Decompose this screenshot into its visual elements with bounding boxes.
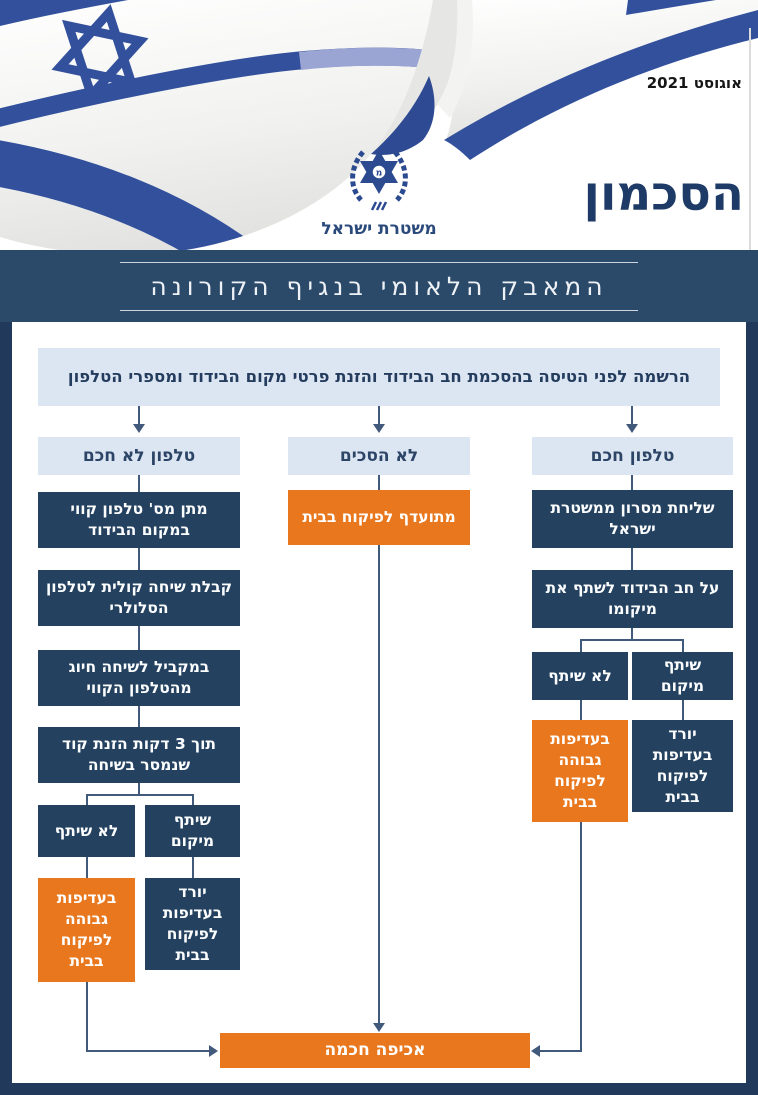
flow-line: [682, 700, 684, 720]
flow-line: [86, 982, 88, 1052]
flow-line: [138, 626, 140, 650]
declined-result-box: מתועדף לפיקוח בבית: [288, 490, 470, 545]
flow-line: [192, 857, 194, 878]
flow-line: [86, 857, 88, 878]
emblem-slashes: [370, 201, 388, 211]
not-smart-step-1: מתן מס' טלפון קווי במקום הבידוד: [38, 492, 240, 548]
arrow-left-icon: [531, 1045, 540, 1057]
campaign-banner: המאבק הלאומי בנגיף הקורונה: [0, 250, 758, 322]
flow-line: [682, 641, 684, 652]
not-smart-step-4: תוך 3 דקות הזנת קוד שנמסר בשיחה: [38, 727, 240, 783]
high-priority-box-left: בעדיפות גבוהה לפיקוח בבית: [38, 878, 135, 982]
branch-header-not-smart: טלפון לא חכם: [38, 437, 240, 475]
israel-police-emblem: מ: [350, 150, 408, 211]
flow-line: [138, 783, 140, 795]
flow-line: [580, 822, 582, 1052]
flow-line: [192, 796, 194, 805]
emblem-center: [371, 164, 387, 180]
flow-line: [631, 628, 633, 640]
shared-box-right: שיתף מיקום: [632, 652, 733, 700]
high-priority-box-right: בעדיפות גבוהה לפיקוח בבית: [532, 720, 628, 822]
page-edge-line: [749, 28, 751, 250]
flow-line: [631, 406, 633, 425]
flow-line: [138, 406, 140, 425]
star-of-david-icon: [51, 4, 149, 104]
flow-line: [86, 796, 88, 805]
flow-line: [378, 475, 380, 490]
flow-line: [86, 794, 194, 796]
not-shared-box-right: לא שיתף: [532, 652, 628, 700]
shared-box-left: שיתף מיקום: [145, 805, 240, 857]
arrow-down-icon: [626, 424, 638, 433]
final-enforcement-box: אכיפה חכמה: [220, 1033, 530, 1068]
flow-line: [138, 475, 140, 492]
flow-line: [378, 545, 380, 1024]
not-shared-box-left: לא שיתף: [38, 805, 135, 857]
flow-line: [631, 475, 633, 490]
police-brand: מ משטרת ישראל: [0, 142, 758, 239]
flow-line: [138, 548, 140, 570]
flow-line: [631, 548, 633, 570]
police-monogram-letter: מ: [376, 169, 383, 179]
campaign-title: המאבק הלאומי בנגיף הקורונה: [120, 261, 638, 311]
flow-line: [580, 700, 582, 720]
wreath-left: [350, 150, 365, 202]
page-title: הסכמון: [583, 166, 744, 222]
arrow-down-icon: [373, 424, 385, 433]
branch-header-smart: טלפון חכם: [532, 437, 733, 475]
israel-flag-graphic: [0, 0, 758, 255]
flow-line: [378, 406, 380, 425]
not-smart-step-2: קבלת שיחה קולית לטלפון הסלולרי: [38, 570, 240, 626]
smart-step-2: על חב הבידוד לשתף את מיקומו: [532, 570, 733, 628]
arrow-down-icon: [373, 1023, 385, 1032]
flow-line: [87, 1050, 209, 1052]
org-name-label: משטרת ישראל: [321, 219, 437, 239]
not-smart-step-3: במקביל לשיחה חיוג מהטלפון הקווי: [38, 650, 240, 706]
flow-line: [580, 639, 684, 641]
flow-line: [580, 641, 582, 652]
arrow-down-icon: [133, 424, 145, 433]
flow-line: [539, 1050, 581, 1052]
wreath-right: [393, 150, 408, 202]
arrow-right-icon: [209, 1045, 218, 1057]
flow-line: [138, 706, 140, 727]
smart-step-1: שליחת מסרון ממשטרת ישראל: [532, 490, 733, 548]
branch-header-declined: לא הסכים: [288, 437, 470, 475]
registration-root-box: הרשמה לפני הטיסה בהסכמת חב הבידוד והזנת …: [38, 348, 720, 406]
low-priority-box-left: יורד בעדיפות לפיקוח בבית: [145, 878, 240, 970]
date-label: אוגוסט 2021: [646, 74, 742, 92]
low-priority-box-right: יורד בעדיפות לפיקוח בבית: [632, 720, 733, 812]
